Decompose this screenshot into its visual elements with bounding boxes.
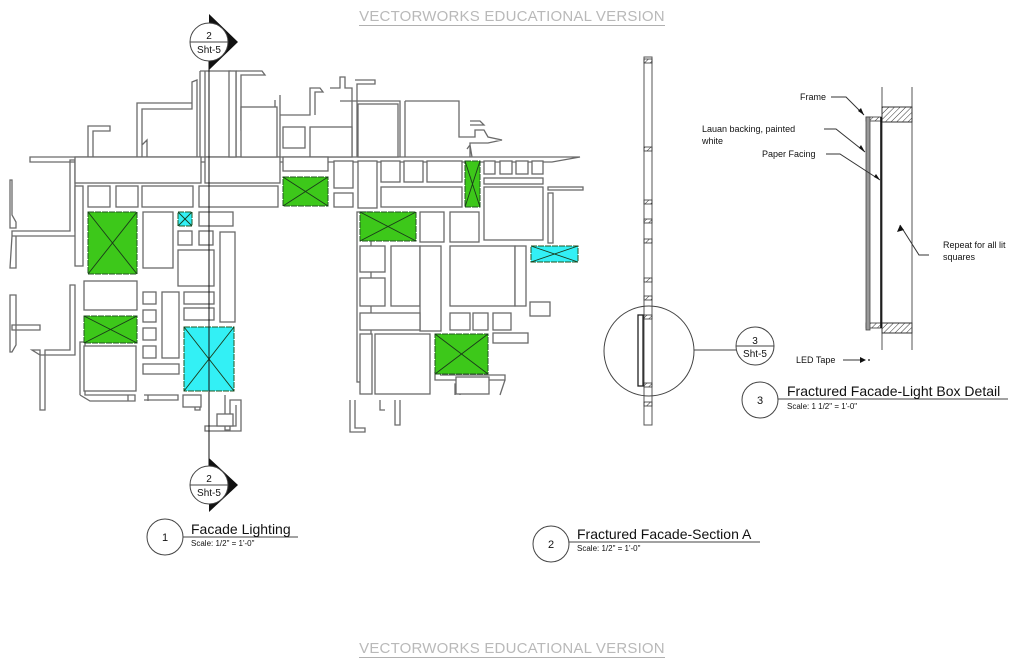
view-title-1: 1 Facade Lighting Scale: 1/2" = 1'-0" <box>146 518 298 556</box>
view-title: Fractured Facade-Section A <box>577 526 752 542</box>
frame-member-bottom <box>881 322 913 334</box>
view-number: 3 <box>757 395 763 407</box>
marker-number: 2 <box>206 474 212 485</box>
callout-repeat-2: squares <box>943 252 976 262</box>
light-fixture-green <box>282 176 329 207</box>
frame-hatch <box>643 146 653 152</box>
section-a-view <box>603 56 736 426</box>
frame-hatch <box>643 58 653 64</box>
view-title: Fractured Facade-Light Box Detail <box>787 383 1000 399</box>
callout-repeat-1: Repeat for all lit <box>943 240 1006 250</box>
light-box-detail: Frame Lauan backing, painted white Paper… <box>701 87 1006 365</box>
light-fixture-green <box>434 333 489 375</box>
callout-lauan-1: Lauan backing, painted <box>702 124 795 134</box>
view-title-3: 3 Fractured Facade-Light Box Detail Scal… <box>741 381 1008 419</box>
view-scale: Scale: 1/2" = 1'-0" <box>191 539 255 548</box>
light-fixture-cyan <box>530 245 579 263</box>
section-frame-hatches <box>643 58 653 407</box>
marker-number: 3 <box>752 336 758 347</box>
section-marker-bottom: 2 Sht-5 <box>189 458 238 512</box>
view-number: 2 <box>548 539 554 551</box>
light-fixture-green <box>359 211 417 242</box>
lauan-backing <box>865 116 871 331</box>
light-box-section <box>637 314 644 387</box>
callout-frame: Frame <box>800 92 826 102</box>
light-fixture-cyan <box>177 211 193 227</box>
watermark-top: VECTORWORKS EDUCATIONAL VERSION <box>359 8 665 26</box>
frame-hatch <box>643 277 653 283</box>
view-title: Facade Lighting <box>191 521 291 537</box>
frame-hatch <box>643 199 653 205</box>
callout-paper: Paper Facing <box>762 149 816 159</box>
detail-marker: 3 Sht-5 <box>735 326 775 366</box>
view-title-2: 2 Fractured Facade-Section A Scale: 1/2"… <box>532 525 760 563</box>
callout-lauan-2: white <box>701 136 723 146</box>
facade-elevation <box>9 48 584 468</box>
callout-led: LED Tape <box>796 355 835 365</box>
facade-panels <box>74 70 584 427</box>
view-scale: Scale: 1 1/2" = 1'-0" <box>787 402 857 411</box>
light-fixture-green <box>464 160 481 208</box>
marker-sheet: Sht-5 <box>197 488 221 499</box>
frame-hatch <box>643 401 653 407</box>
frame-hatch <box>643 382 653 388</box>
frame-hatch <box>643 314 653 320</box>
watermark-bottom: VECTORWORKS EDUCATIONAL VERSION <box>359 640 665 658</box>
marker-sheet: Sht-5 <box>197 45 221 56</box>
light-fixture-green <box>87 211 138 275</box>
view-number: 1 <box>162 532 168 544</box>
section-marker-top: 2 Sht-5 <box>189 14 238 70</box>
view-scale: Scale: 1/2" = 1'-0" <box>577 544 641 553</box>
detail-callout-circle <box>603 305 695 397</box>
light-fixture-green <box>83 315 138 344</box>
marker-sheet: Sht-5 <box>743 349 767 360</box>
frame-hatch <box>643 295 653 301</box>
frame-hatch <box>643 218 653 224</box>
frame-member-top <box>881 106 913 123</box>
marker-number: 2 <box>206 31 212 42</box>
frame-hatch <box>643 238 653 244</box>
